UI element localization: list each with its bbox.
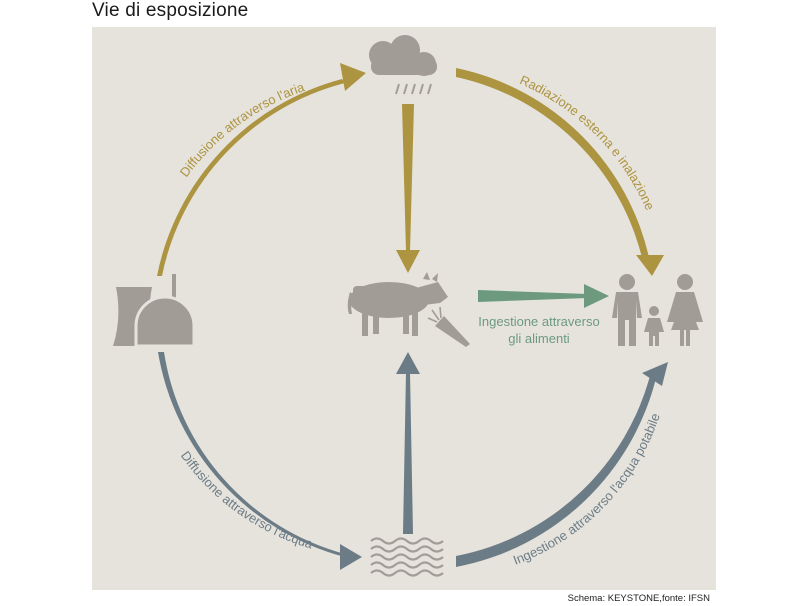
label-food-line2: gli alimenti bbox=[508, 331, 570, 346]
arrow-air-diffusion bbox=[157, 63, 366, 276]
source-credit: Schema: KEYSTONE,fonte: IFSN bbox=[567, 593, 710, 604]
water-waves-icon bbox=[370, 537, 444, 577]
power-plant-icon bbox=[113, 274, 196, 348]
label-water-diffusion: Diffusione attraverso l'acqua bbox=[178, 448, 315, 551]
arrow-cloud-to-cow bbox=[396, 104, 420, 273]
label-air-diffusion: Diffusione attraverso l'aria bbox=[177, 79, 307, 180]
page-title: Vie di esposizione bbox=[92, 0, 249, 21]
arrow-food-ingestion bbox=[478, 284, 609, 308]
arrow-water-to-cow bbox=[396, 352, 420, 534]
carrot-icon bbox=[427, 306, 470, 347]
arrow-water-diffusion bbox=[158, 352, 362, 570]
family-icon bbox=[612, 274, 703, 346]
cow-icon bbox=[347, 272, 448, 336]
arrow-drinking-water bbox=[456, 362, 668, 567]
cloud-rain-icon bbox=[369, 35, 437, 95]
arrow-radiation bbox=[456, 68, 664, 276]
label-food-line1: Ingestione attraverso bbox=[478, 314, 599, 329]
